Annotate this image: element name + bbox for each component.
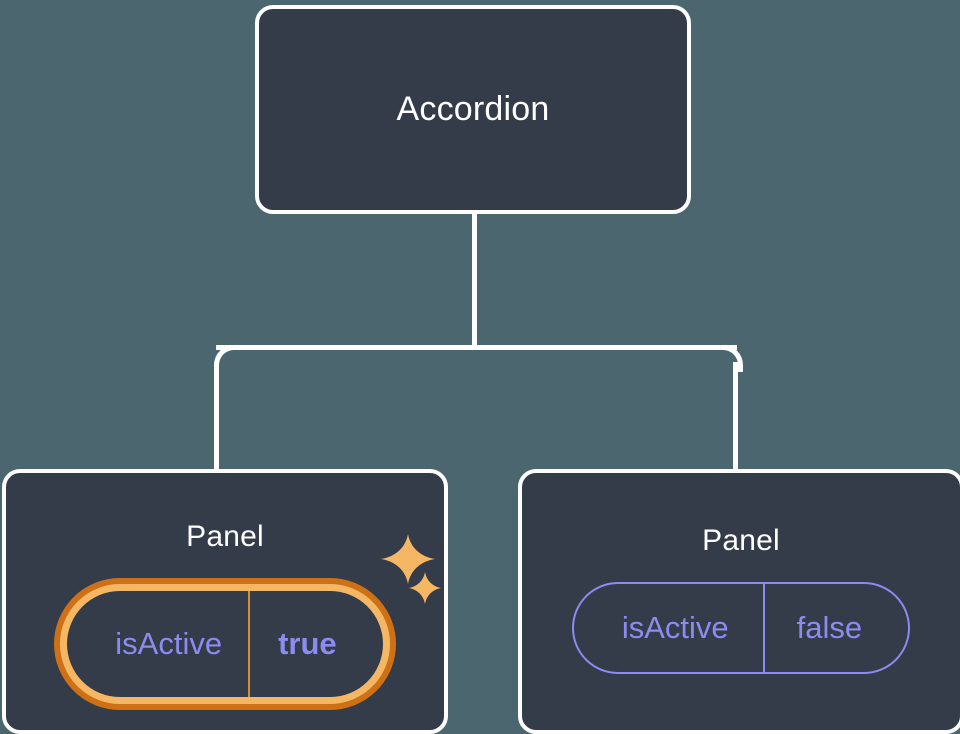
- node-panel-left-label: Panel: [186, 520, 264, 553]
- node-panel-right[interactable]: Panel isActive false: [518, 469, 960, 734]
- connector-horizontal-bar: [216, 345, 737, 350]
- prop-key-isactive: isActive: [115, 626, 223, 661]
- prop-pill-isactive-true[interactable]: isActive true: [54, 578, 396, 710]
- node-accordion-label: Accordion: [396, 90, 550, 128]
- node-accordion[interactable]: Accordion: [255, 5, 691, 214]
- connector-leg-right: [733, 362, 738, 472]
- prop-value-false: false: [762, 584, 908, 672]
- prop-key-isactive: isActive: [621, 610, 729, 645]
- prop-value-true: true: [248, 591, 383, 697]
- prop-pill-inner: isActive true: [67, 591, 383, 697]
- prop-pill-wrapper: isActive false: [571, 582, 911, 674]
- prop-pill-isactive-false[interactable]: isActive false: [571, 582, 911, 674]
- prop-pill-highlighted-wrapper: isActive true: [54, 578, 396, 710]
- node-panel-right-label: Panel: [702, 524, 780, 557]
- node-panel-left[interactable]: Panel isActive true: [2, 469, 448, 734]
- connector-root-stem: [472, 213, 477, 349]
- connector-leg-left: [214, 362, 219, 472]
